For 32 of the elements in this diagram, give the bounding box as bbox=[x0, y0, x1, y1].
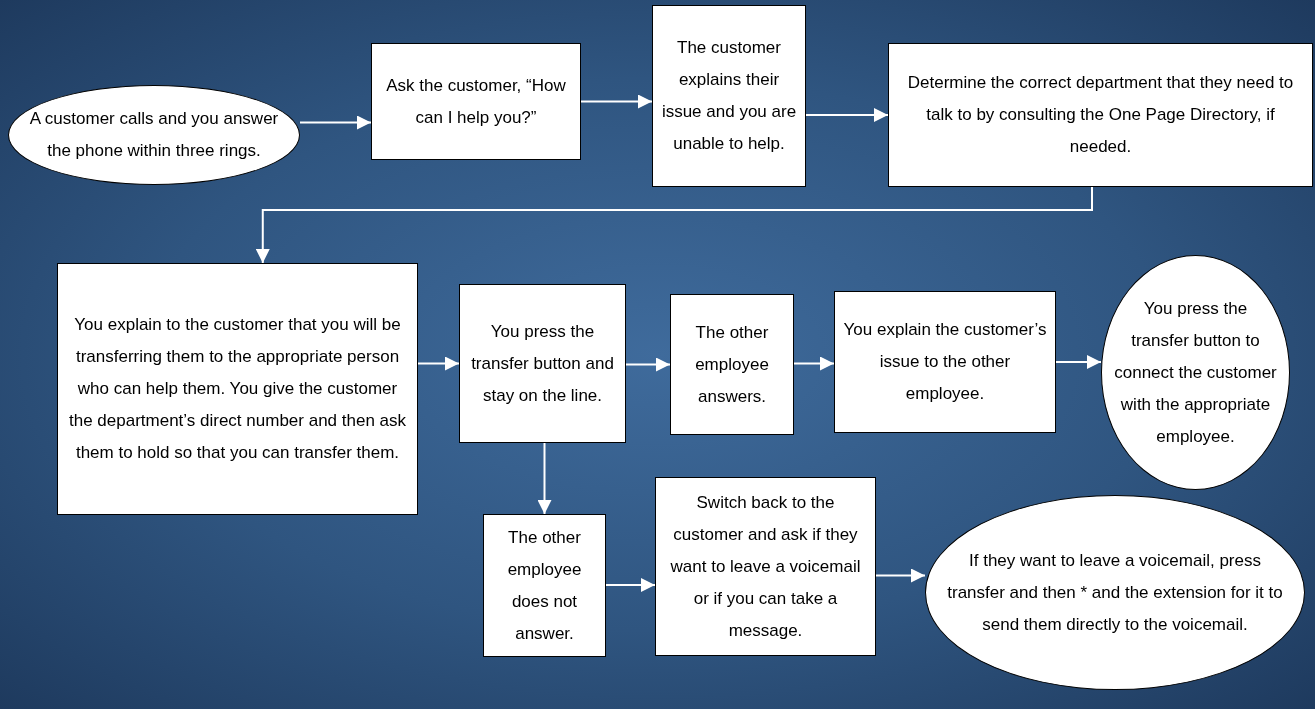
arrow bbox=[793, 356, 835, 371]
process-box bbox=[371, 43, 581, 160]
step-text: Determine the correct department that they need to talk to by consulting the One Page Directory, if needed. bbox=[906, 72, 1295, 158]
arrow bbox=[625, 357, 671, 372]
arrow bbox=[605, 578, 656, 592]
process-box bbox=[888, 43, 1313, 187]
step-text: You press the transfer button to connect the customer with the appropriate employee. bbox=[1114, 297, 1277, 448]
arrow bbox=[875, 568, 926, 583]
step-text: Ask the customer, “How can I help you?” bbox=[385, 74, 567, 129]
step-text: You explain the customer’s issue to the other employee. bbox=[843, 319, 1047, 405]
process-box bbox=[670, 294, 794, 435]
process-box bbox=[459, 284, 626, 443]
step-text: Switch back to the customer and ask if they want to leave a voicemail or if you can take a message. bbox=[669, 491, 862, 642]
process-box bbox=[655, 477, 876, 656]
process-box bbox=[57, 263, 418, 515]
arrow bbox=[580, 94, 653, 109]
process-box bbox=[483, 514, 606, 657]
step-text: If they want to leave a voicemail, press transfer and then * and the extension for it to send them directly to the voicemail. bbox=[946, 549, 1284, 636]
step-text: A customer calls and you answer the phone within three rings. bbox=[28, 108, 280, 162]
step-text: You press the transfer button and stay on the line. bbox=[470, 320, 615, 407]
arrow bbox=[805, 108, 889, 122]
step-text: You explain to the customer that you will be transferring them to the appropriate person who can help them. You give the customer the department’s direct number and then ask them to hold so that you can transfer them. bbox=[67, 314, 408, 464]
arrow bbox=[1055, 355, 1102, 369]
step-text: The customer explains their issue and you are unable to help. bbox=[661, 37, 797, 155]
process-box bbox=[652, 5, 806, 187]
arrow bbox=[299, 115, 372, 130]
arrow bbox=[537, 442, 552, 515]
step-text: The other employee answers. bbox=[694, 321, 770, 408]
arrow bbox=[417, 356, 460, 371]
process-box bbox=[834, 291, 1056, 433]
arrow bbox=[255, 186, 1093, 264]
step-text: The other employee does not answer. bbox=[506, 526, 583, 645]
